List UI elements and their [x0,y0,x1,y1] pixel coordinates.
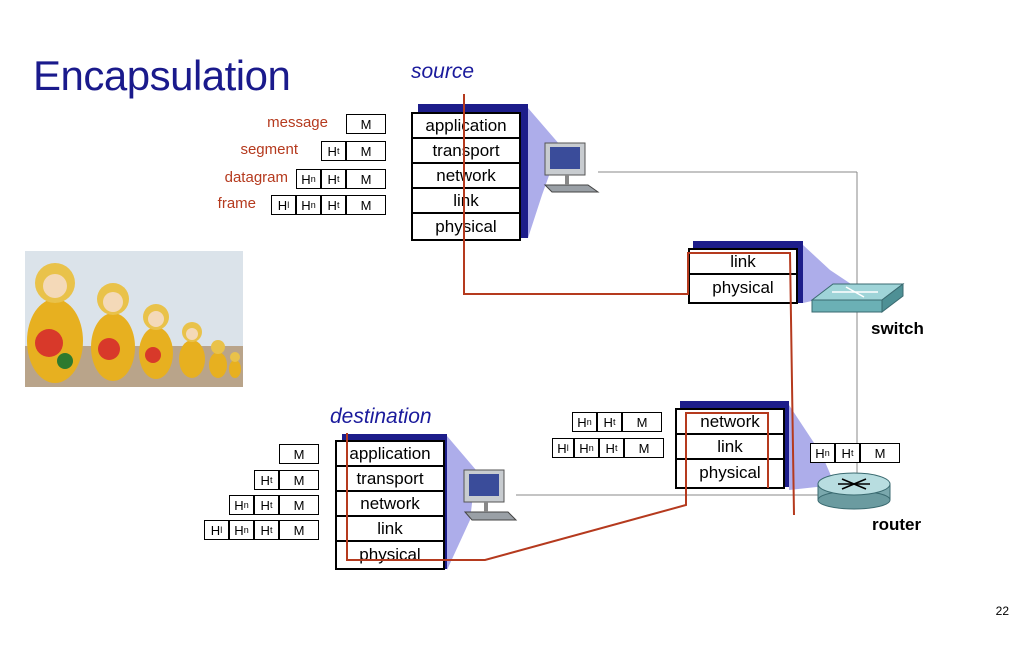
router-in-datagram-M: M [622,412,662,432]
source-layer-link: link [413,189,519,214]
destination-layer-physical: physical [359,544,421,564]
destination-layer-transport: transport [337,467,443,492]
router-label: router [872,515,922,534]
source-datagram-M: M [346,169,386,189]
source-layer-transport: transport [413,139,519,164]
router-in-frame-M: M [624,438,664,458]
destination-layer-link: link [337,517,443,542]
source-protocol-stack: application transport network link physi… [411,112,521,241]
destination-segment-M: M [279,470,319,490]
source-label: source [411,60,475,83]
router-protocol-stack: network link physical [675,408,785,489]
router-layer-link: link [677,435,783,460]
nesting-dolls-image [25,251,243,387]
pdu-label-frame: frame [217,195,256,212]
page-number: 22 [995,604,1009,618]
source-layer-network: network [413,164,519,189]
destination-computer-icon [463,469,518,521]
destination-layer-network: network [337,492,443,517]
pdu-label-message: message [267,114,328,131]
doll-6 [229,352,241,378]
source-layer-physical: physical [435,216,497,236]
pdu-label-segment: segment [240,141,298,158]
switch-protocol-stack: link physical [688,248,798,304]
switch-layer-link: link [690,250,796,275]
source-frame-M: M [346,195,386,215]
switch-icon [810,282,905,314]
destination-layer-application: application [337,442,443,467]
destination-message-M: M [279,444,319,464]
pdu-label-datagram: datagram [224,169,288,186]
doll-4 [179,322,205,378]
source-layer-application: application [413,114,519,139]
destination-cone [447,436,476,570]
switch-layer-physical: physical [712,277,774,297]
destination-frame-M: M [279,520,319,540]
destination-datagram-M: M [279,495,319,515]
doll-5 [209,340,227,378]
destination-protocol-stack: application transport network link physi… [335,440,445,570]
switch-label: switch [871,319,924,338]
doll-3 [139,304,173,379]
router-layer-network: network [677,410,783,435]
router-icon [817,472,891,510]
router-layer-physical: physical [699,462,761,482]
source-message-M: M [346,114,386,134]
source-segment-M: M [346,141,386,161]
doll-1 [27,263,83,383]
source-computer-icon [543,142,600,193]
router-out-datagram-M: M [860,443,900,463]
slide-title: Encapsulation [33,52,291,99]
doll-2 [91,283,135,381]
